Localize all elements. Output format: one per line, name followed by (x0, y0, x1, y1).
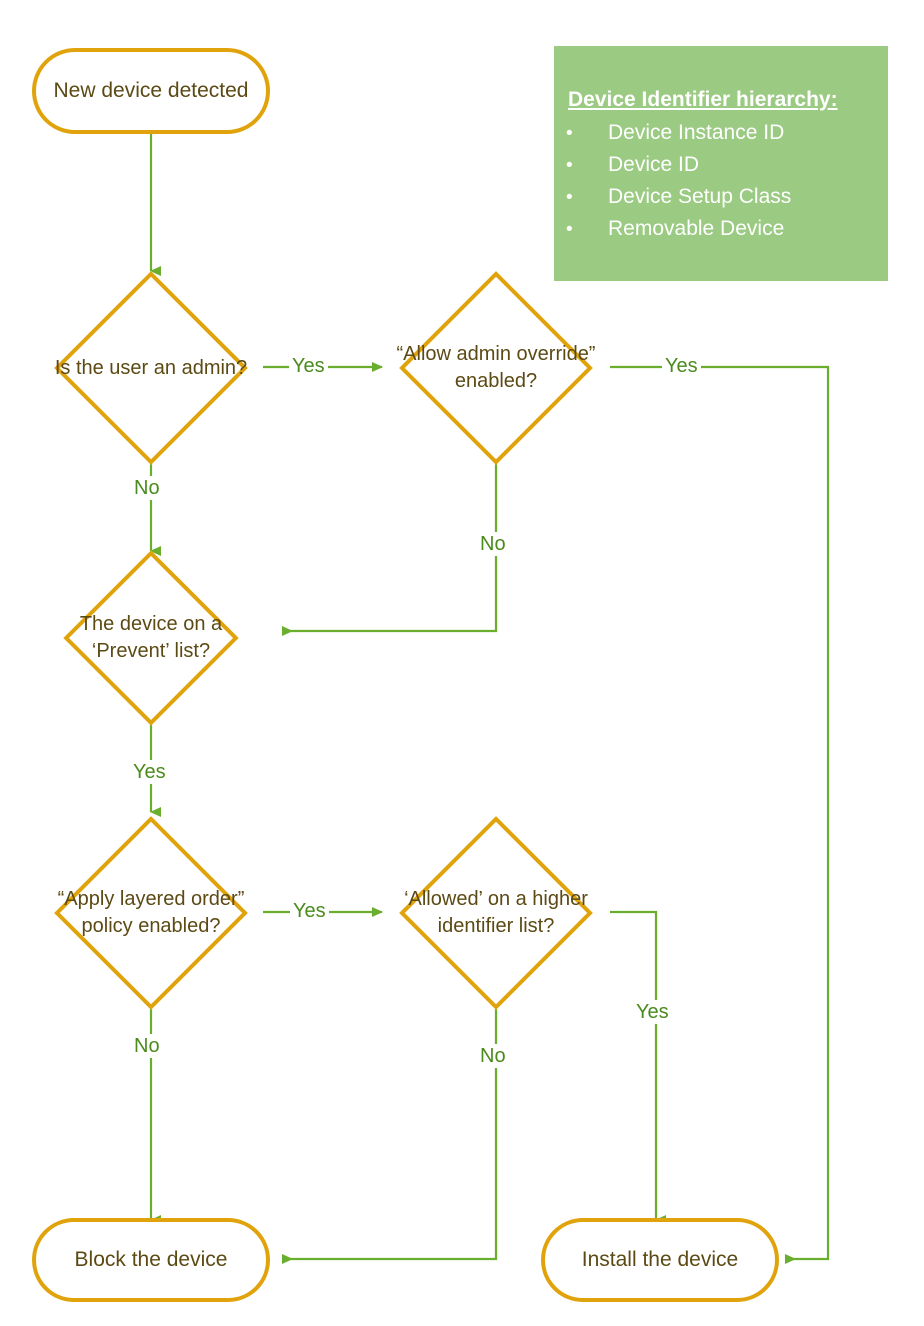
legend-item-label: Removable Device (608, 217, 785, 240)
node-install-the-device[interactable]: Install the device (541, 1218, 779, 1302)
node-block-the-device[interactable]: Block the device (32, 1218, 270, 1302)
legend-item-removable-device: • Removable Device (554, 213, 888, 245)
bullet-icon: • (566, 187, 573, 208)
legend-item-device-instance-id: • Device Instance ID (554, 117, 888, 149)
bullet-icon: • (566, 219, 573, 240)
legend-item-label: Device Setup Class (608, 185, 792, 208)
legend-title: Device Identifier hierarchy: (568, 88, 838, 111)
edge-label-layered-yes: Yes (290, 899, 329, 923)
node-label: Block the device (74, 1248, 228, 1271)
legend-item-device-id: • Device ID (554, 149, 888, 181)
edge-label-override-no: No (477, 532, 509, 556)
node-new-device-detected[interactable]: New device detected (32, 48, 270, 134)
node-label: The device on a ‘Prevent’ list? (79, 613, 223, 662)
bullet-icon: • (566, 123, 573, 144)
edge-label-allowed-yes: Yes (633, 1000, 672, 1024)
edge-override-yes (610, 365, 830, 1264)
edge-label-is-admin-yes: Yes (289, 354, 328, 378)
node-allow-admin-override[interactable]: “Allow admin override” enabled? (376, 271, 616, 465)
legend-item-label: Device ID (608, 153, 700, 176)
node-is-user-admin[interactable]: Is the user an admin? (31, 271, 271, 465)
node-label: “Apply layered order” policy enabled? (57, 888, 245, 937)
edge-label-prevent-yes: Yes (130, 760, 169, 784)
edge-allowed-no (282, 1008, 498, 1264)
legend-device-identifier-hierarchy: Device Identifier hierarchy: • Device In… (554, 46, 888, 281)
edge-allowed-yes (610, 910, 666, 1225)
legend-list: • Device Instance ID • Device ID • Devic… (554, 117, 888, 245)
node-device-on-prevent-list[interactable]: The device on a ‘Prevent’ list? (31, 550, 271, 726)
bullet-icon: • (566, 155, 573, 176)
edge-label-allowed-no: No (477, 1044, 509, 1068)
node-label: ‘Allowed’ on a higher identifier list? (404, 888, 588, 937)
edge-override-no (282, 463, 498, 636)
legend-item-device-setup-class: • Device Setup Class (554, 181, 888, 213)
node-label: Install the device (581, 1248, 739, 1271)
node-label: New device detected (53, 79, 249, 102)
edge-label-override-yes: Yes (662, 354, 701, 378)
node-apply-layered-order[interactable]: “Apply layered order” policy enabled? (31, 816, 271, 1010)
legend-item-label: Device Instance ID (608, 121, 785, 144)
edge-label-is-admin-no: No (131, 476, 163, 500)
edge-label-layered-no: No (131, 1034, 163, 1058)
node-allowed-higher-identifier[interactable]: ‘Allowed’ on a higher identifier list? (376, 816, 616, 1010)
node-label: “Allow admin override” enabled? (396, 343, 596, 392)
node-label: Is the user an admin? (54, 356, 248, 379)
